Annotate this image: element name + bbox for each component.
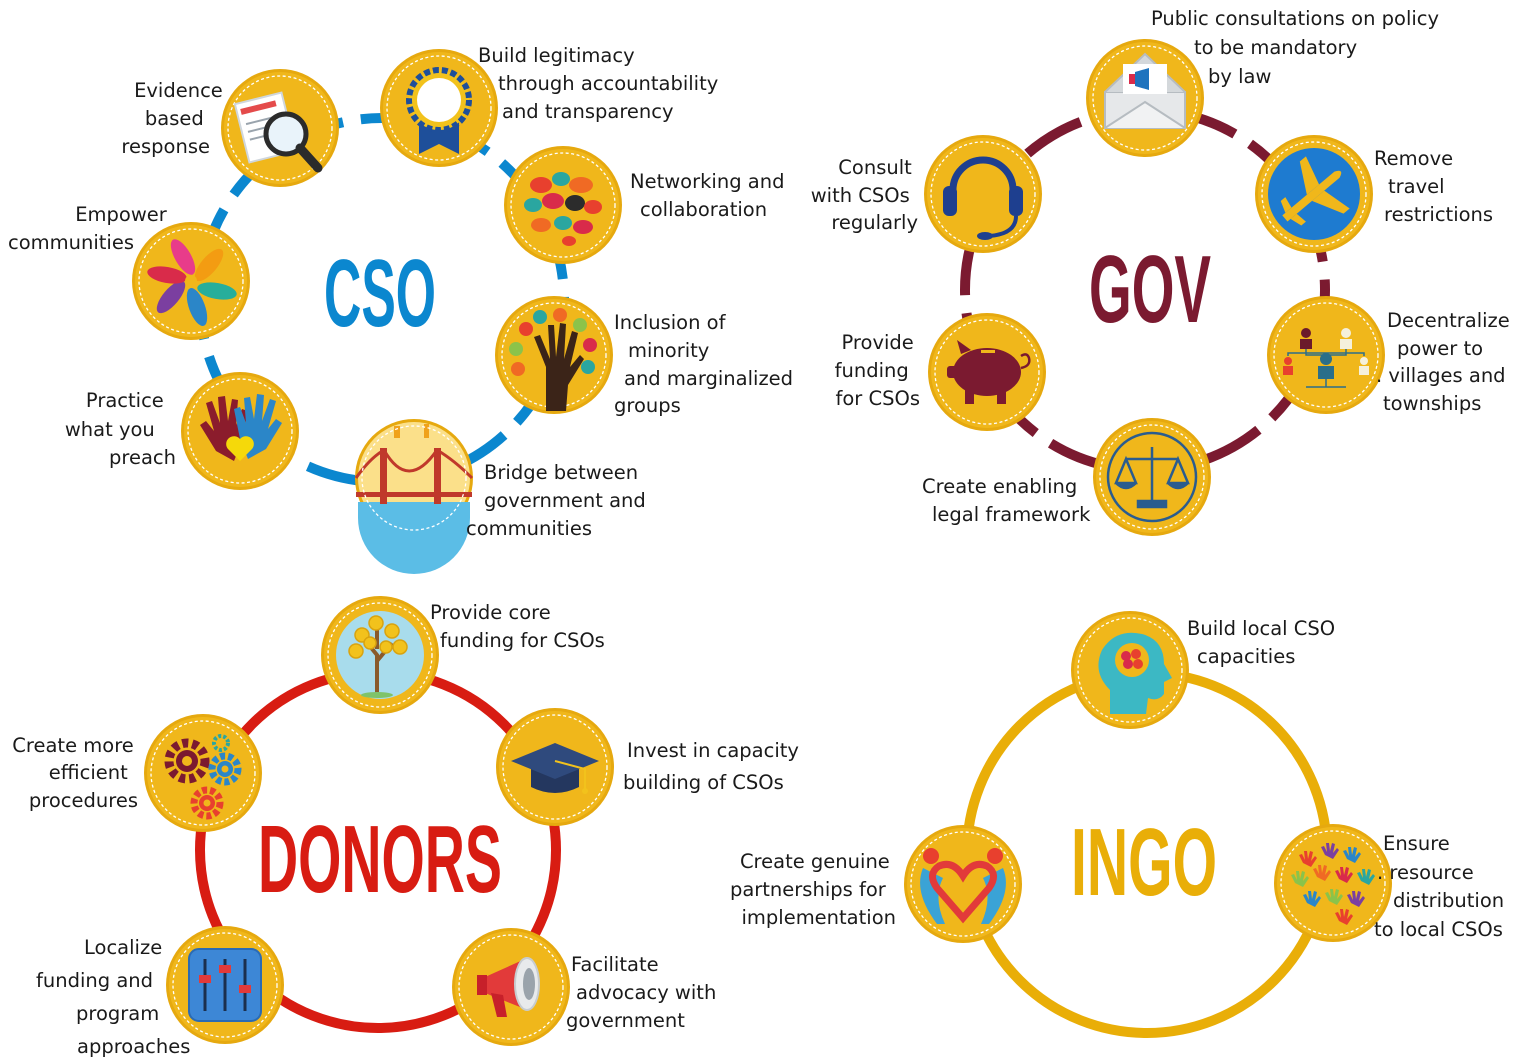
cso-node-legitimacy: [379, 48, 499, 168]
speech-bubbles-icon: [524, 172, 602, 246]
cso-label-empower: Empower communities: [8, 203, 173, 254]
partnership-heart-icon: [920, 848, 1006, 924]
hands-heart-icon: [200, 394, 282, 461]
donors-label-capacity: Invest in capacity building of CSOs: [623, 739, 805, 794]
donors-node-capacity: [495, 707, 615, 827]
head-brain-icon: [1098, 632, 1172, 714]
bridge-icon: [354, 424, 474, 574]
gov-label-consultations: Public consultations on policy to be man…: [1151, 7, 1445, 88]
scales-icon: [1114, 447, 1190, 509]
donors-node-procedures: [143, 713, 263, 833]
donors-title: DONORS: [258, 806, 502, 913]
piggy-bank-icon: [947, 340, 1031, 404]
cso-node-networking: [503, 145, 623, 265]
ingo-label-partnerships: Create genuine partnerships for implemen…: [730, 850, 896, 929]
donors-node-advocacy: [451, 927, 571, 1047]
raised-hand-tree-icon: [509, 308, 597, 411]
colorful-hands-icon: [1291, 843, 1375, 925]
cso-node-empower: [131, 221, 251, 341]
gov-label-legal: Create enabling legal framework: [922, 475, 1091, 526]
ingo-cycle: INGO Build local CSO capacities: [730, 610, 1510, 1038]
ingo-node-resources: [1273, 823, 1393, 943]
award-badge-icon: [406, 67, 472, 154]
gov-node-travel: [1254, 134, 1374, 254]
scales-ring: [1106, 431, 1198, 523]
donors-label-procedures: Create more efficient procedures: [12, 734, 140, 812]
cso-label-legitimacy: Build legitimacy through accountability …: [478, 44, 724, 123]
donors-label-localize: Localize funding and program approaches: [36, 936, 190, 1058]
gov-node-consult: [923, 134, 1043, 254]
cso-label-inclusion: Inclusion of minority and marginalized g…: [614, 311, 799, 417]
gov-label-travel: Remove travel restrictions: [1374, 147, 1493, 226]
cso-cycle: CSO Evidence based response: [8, 44, 799, 574]
megaphone-icon: [477, 957, 540, 1017]
graduation-cap-icon: [511, 743, 599, 794]
cso-label-practice: Practice what you preach: [65, 389, 176, 469]
donors-label-core-funding: Provide core funding for CSOs: [430, 601, 605, 652]
sliders-icon: [188, 948, 262, 1022]
money-tree-icon: [348, 615, 408, 698]
cso-label-bridge: Bridge between government and communitie…: [466, 461, 652, 540]
headset-icon: [943, 156, 1023, 240]
ingo-label-capacities: Build local CSO capacities: [1187, 617, 1341, 668]
ingo-node-capacities: [1070, 610, 1190, 730]
donors-node-core-funding: [320, 595, 440, 715]
ingo-label-resources: Ensure . resource distribution to local …: [1374, 832, 1510, 941]
cso-node-inclusion: [494, 295, 614, 415]
cso-title: CSO: [324, 240, 436, 347]
document-magnifier-icon: [233, 91, 323, 173]
gov-node-decentralize: [1266, 295, 1386, 415]
ingo-node-partnerships: [903, 824, 1023, 944]
envelope-megaphone-icon: [1104, 52, 1186, 129]
ingo-title: INGO: [1071, 809, 1217, 916]
cso-node-evidence: [220, 68, 340, 188]
gears-icon: [164, 734, 242, 820]
gov-title: GOV: [1089, 236, 1211, 343]
donors-label-advocacy: Facilitate advocacy with government: [566, 953, 723, 1032]
cso-node-practice: [180, 371, 300, 491]
gov-node-consultations: [1085, 38, 1205, 158]
cso-label-evidence: Evidence based response: [121, 79, 229, 158]
airplane-icon: [1280, 156, 1350, 226]
gov-label-funding: Provide funding for CSOs: [835, 331, 920, 410]
cso-label-networking: Networking and collaboration: [630, 170, 791, 221]
gov-node-legal: [1092, 417, 1212, 537]
donors-node-localize: [165, 925, 285, 1045]
gov-node-funding: [927, 312, 1047, 432]
cso-node-bridge: [354, 419, 474, 574]
gov-cycle: GOV Public consultations on policy to be…: [811, 7, 1516, 537]
donors-cycle: DONORS Provide core funding for CSOs: [12, 595, 805, 1058]
org-chart-people-icon: [1283, 328, 1369, 388]
people-swirl-icon: [147, 239, 237, 326]
gov-label-decentralize: Decentralize power to . villages and tow…: [1376, 309, 1516, 415]
gov-label-consult: Consult with CSOs regularly: [811, 156, 918, 234]
